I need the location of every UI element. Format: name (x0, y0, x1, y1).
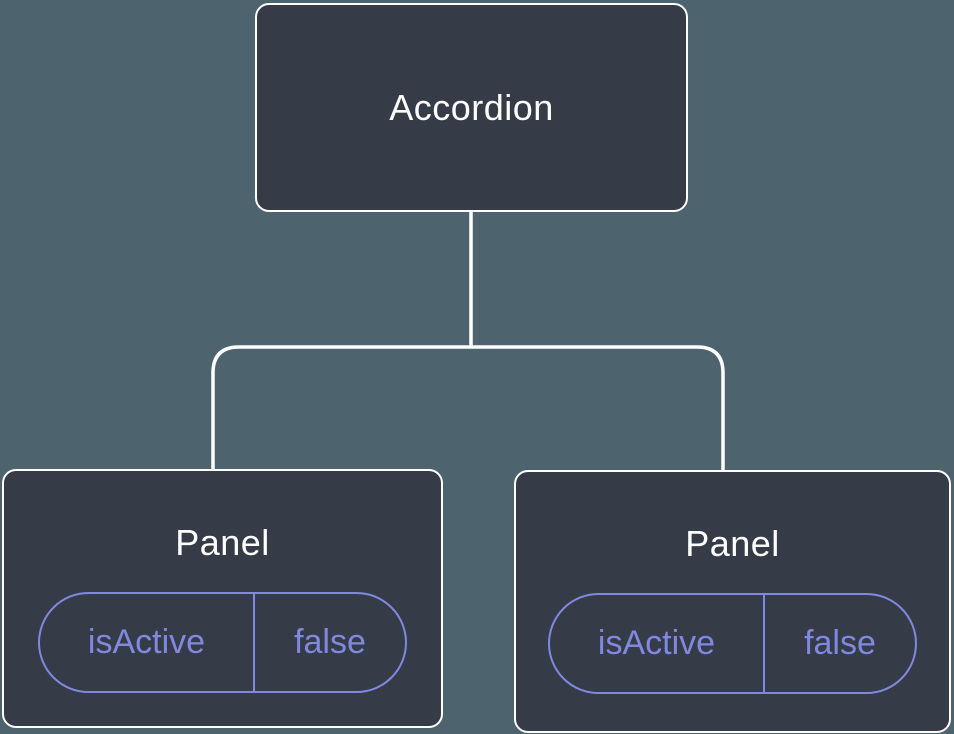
state-value-label: false (804, 624, 876, 662)
panel-node-left: Panel isActive false (2, 469, 443, 728)
state-pill: isActive false (38, 592, 407, 693)
panel-node-label: Panel (175, 522, 270, 563)
accordion-node: Accordion (255, 3, 688, 212)
state-pill: isActive false (548, 593, 917, 694)
state-key-label: isActive (550, 595, 765, 692)
state-value-label: false (294, 623, 366, 661)
state-key-label: isActive (40, 594, 255, 691)
panel-node-label: Panel (685, 523, 780, 564)
connector-bracket (211, 345, 725, 470)
accordion-node-label: Accordion (389, 86, 554, 128)
panel-node-right: Panel isActive false (514, 470, 951, 733)
